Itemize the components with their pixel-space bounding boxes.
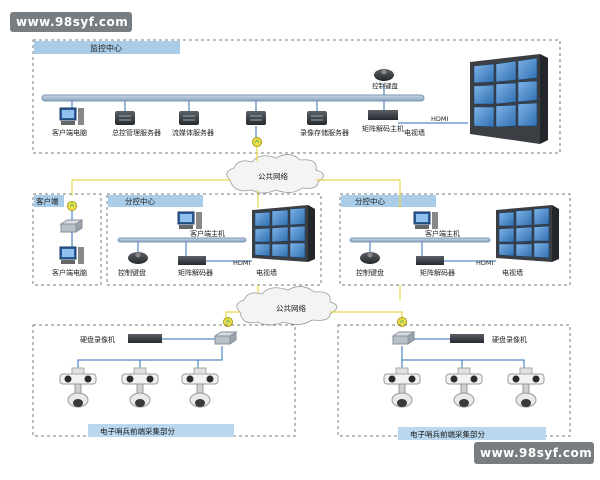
sub-center-2-bus <box>349 237 491 243</box>
front-end-1-camera-3 <box>181 367 219 408</box>
monitor-center-title-bg <box>34 41 180 54</box>
client-box-frame <box>32 193 102 286</box>
tv-wall-monitor <box>470 54 548 144</box>
sub-center-2-title: 分控中心 <box>355 196 385 206</box>
front-end-2-switch-icon <box>392 331 415 345</box>
sub-center-2-tv-wall <box>496 205 559 262</box>
media-server-icon <box>178 110 200 126</box>
sub-center-1-title: 分控中心 <box>125 196 155 206</box>
sub-center-1-tv-wall <box>252 205 315 262</box>
sub-center-1-host-icon <box>177 211 203 230</box>
sub-center-1-decoder-label: 矩阵解码器 <box>178 268 213 277</box>
lan-icon-client <box>67 201 77 211</box>
sub-center-1-host-label: 客户端主机 <box>190 229 225 238</box>
sub-center-2-host-label: 客户端主机 <box>425 229 460 238</box>
front-end-2-nvr-icon <box>450 334 484 343</box>
client-pc-icon <box>59 107 85 126</box>
sub-center-2-decoder-label: 矩阵解码器 <box>420 268 455 277</box>
front-end-1-nvr-label: 硬盘录像机 <box>80 335 115 344</box>
media-server-label: 流媒体服务器 <box>172 128 214 137</box>
matrix-decoder-icon <box>368 110 398 120</box>
sub-center-1-keyboard-label: 控制键盘 <box>118 268 146 277</box>
front-end-2-camera-2 <box>445 367 483 408</box>
lan-icon-monitor <box>252 137 262 147</box>
storage-server-label: 录像存储服务器 <box>300 128 349 137</box>
mgmt-server-icon <box>114 110 136 126</box>
sub-center-2-hdmi: HDMI <box>476 259 494 267</box>
cloud-public-net-1 <box>226 154 324 194</box>
sub-center-1-bus <box>117 237 247 243</box>
public-net-label-1: 公共网络 <box>258 171 288 181</box>
client-box-title: 客户端 <box>36 196 59 206</box>
control-keyboard-icon <box>374 69 394 81</box>
client-pc-label: 客户端电脑 <box>52 128 87 137</box>
tv-wall-label-monitor: 电视墙 <box>404 128 425 137</box>
control-keyboard-label: 控制键盘 <box>372 81 399 90</box>
sub-center-1-frame <box>106 193 322 286</box>
sub-center-2-keyboard-icon <box>360 252 380 264</box>
client-box-pc-label: 客户端电脑 <box>52 268 87 277</box>
matrix-decoder-label: 矩阵解码主机 <box>362 124 404 133</box>
sub-center-1-hdmi: HDMI <box>233 259 251 267</box>
front-end-2-camera-1 <box>383 367 421 408</box>
front-end-1-camera-2 <box>121 367 159 408</box>
monitor-center-title: 监控中心 <box>90 43 122 53</box>
sub-center-2-title-bg <box>341 195 436 207</box>
watermark-bottom: www.98syf.com <box>474 442 594 464</box>
sub-center-1-decoder-icon <box>178 256 206 265</box>
sub-center-2-keyboard-label: 控制键盘 <box>356 268 384 277</box>
front-end-1-nvr-icon <box>128 334 162 343</box>
front-end-2-camera-3 <box>507 367 545 408</box>
front-end-1-switch-icon <box>214 331 237 345</box>
public-net-label-2: 公共网络 <box>276 303 306 313</box>
network-bus <box>41 94 425 102</box>
sub-center-1-keyboard-icon <box>128 252 148 264</box>
front-end-1-caption-bg <box>88 424 234 437</box>
sub-center-2-decoder-icon <box>416 256 444 265</box>
client-box-pc-icon <box>59 246 85 265</box>
router-icon <box>245 110 267 126</box>
front-end-2-caption-bg <box>398 427 546 440</box>
sub-center-2-frame <box>339 193 571 286</box>
front-end-1-camera-1 <box>59 367 97 408</box>
mgmt-server-label: 总控管理服务器 <box>112 128 161 137</box>
cloud-public-net-2 <box>236 286 338 326</box>
front-end-2-nvr-label: 硬盘录像机 <box>492 335 527 344</box>
sub-center-2-tv-wall-label: 电视墙 <box>502 268 523 277</box>
front-end-1-caption: 电子哨兵前端采集部分 <box>100 426 175 436</box>
watermark-top: www.98syf.com <box>10 12 132 32</box>
sub-center-1-title-bg <box>108 195 203 207</box>
monitor-center-frame <box>32 39 561 154</box>
hdmi-label-monitor: HDMI <box>431 115 449 123</box>
sub-center-2-host-icon <box>413 211 439 230</box>
sub-center-1-tv-wall-label: 电视墙 <box>256 268 277 277</box>
front-end-2-caption: 电子哨兵前端采集部分 <box>410 429 485 439</box>
storage-server-icon <box>306 110 328 126</box>
client-box-title-bg <box>34 195 64 207</box>
client-switch-icon <box>60 219 83 233</box>
